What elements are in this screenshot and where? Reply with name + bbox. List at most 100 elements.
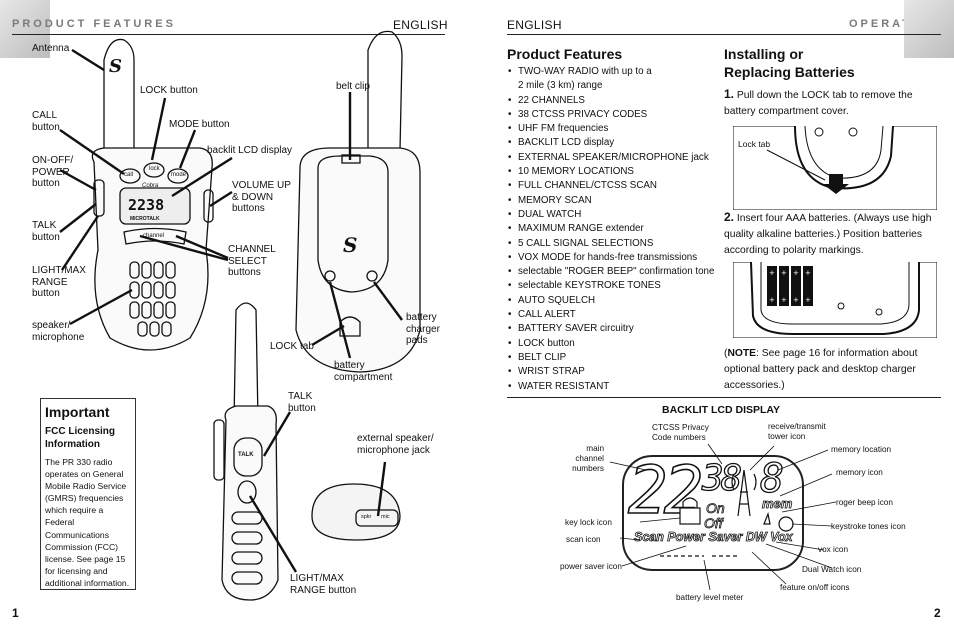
lcd-mem: mem xyxy=(762,496,793,512)
radio-illustrations: S S xyxy=(59,30,421,601)
front-radio-body xyxy=(91,147,213,351)
right-language-label: ENGLISH xyxy=(507,18,562,32)
side-talk-label: TALK xyxy=(238,452,254,458)
back-radio-body xyxy=(295,147,421,373)
left-language-label: ENGLISH xyxy=(393,18,448,32)
battery-step-1: 1. Pull down the LOCK tab to remove the … xyxy=(724,86,928,120)
lcd-glyphs xyxy=(609,443,837,591)
call-btn-shape xyxy=(119,168,141,184)
front-antenna xyxy=(103,38,135,150)
lock-tab-figure xyxy=(733,126,937,210)
lcd-icon-row: Scan Power Saver DW Vox xyxy=(634,530,793,545)
feature-item: BACKLIT LCD display xyxy=(508,136,714,151)
feature-item: MAXIMUM RANGE extender xyxy=(508,222,714,237)
batteries-title-1: Installing or xyxy=(724,46,804,62)
roger-beep-icon xyxy=(763,511,771,525)
lcd-label-vox: vox icon xyxy=(818,545,849,554)
feature-item: 10 MEMORY LOCATIONS xyxy=(508,165,714,180)
jack-panel xyxy=(355,509,399,527)
callout-talk-button-side: TALK button xyxy=(288,391,316,414)
cobra-logo-front: S xyxy=(109,56,122,77)
front-lock-label: lock xyxy=(149,166,160,172)
battery-step-2: 2. Insert four AAA batteries. (Always us… xyxy=(724,209,944,259)
front-lcd-digits: 2238 xyxy=(128,196,165,214)
front-channel-label: channel xyxy=(143,233,165,239)
feature-item: 22 CHANNELS xyxy=(508,94,714,109)
lcd-section-rule xyxy=(507,397,941,398)
channel-btn-bar xyxy=(123,227,187,245)
feature-item: selectable KEYSTROKE TONES xyxy=(508,279,714,294)
lcd-label-scan: scan icon xyxy=(566,535,601,544)
cobra-logo-back: S xyxy=(343,233,357,257)
lcd-mem-digit: 8 xyxy=(759,455,785,502)
lock-btn-shape xyxy=(143,162,165,178)
left-header: PRODUCT FEATURES xyxy=(12,18,176,30)
charger-pad-right xyxy=(366,270,378,282)
note-text: : See page 16 for information about opti… xyxy=(724,348,918,391)
belt-clip-shape xyxy=(317,155,389,293)
right-header-rule xyxy=(507,34,941,35)
svg-text:+: + xyxy=(769,296,775,304)
svg-text:+: + xyxy=(793,296,799,304)
volume-side-btn xyxy=(203,189,214,223)
jack-mic-label: mic xyxy=(381,514,390,520)
side-antenna xyxy=(233,302,259,421)
lcd-label-battery-meter: battery level meter xyxy=(676,593,744,602)
callout-channel-select: CHANNEL SELECT buttons xyxy=(228,244,276,278)
important-body: The PR 330 radio operates on General Mob… xyxy=(45,457,130,588)
feature-item: AUTO SQUELCH xyxy=(508,294,714,309)
product-features-title: Product Features xyxy=(507,46,623,62)
callout-light-max-side: LIGHT/MAX RANGE button xyxy=(290,573,357,596)
jack-spkr-label: spkr xyxy=(361,514,372,520)
side-light-btn xyxy=(237,480,257,504)
product-features-list: TWO-WAY RADIO with up to a2 mile (3 km) … xyxy=(508,65,714,394)
charger-pad-left xyxy=(324,270,336,282)
step-2-number: 2. xyxy=(724,210,735,224)
callout-lock-button: LOCK button xyxy=(140,85,198,96)
lock-tab-label: Lock tab xyxy=(738,139,771,149)
feature-item: LOCK button xyxy=(508,337,714,352)
lcd-ctcss-digits: 38 xyxy=(701,457,743,499)
lcd-label-memory-location: memory location xyxy=(831,445,892,454)
feature-item: EXTERNAL SPEAKER/MICROPHONE jack xyxy=(508,151,714,166)
lcd-label-memory-icon: memory icon xyxy=(836,468,883,477)
tower-icon xyxy=(737,469,751,517)
svg-text:+: + xyxy=(805,269,811,277)
callout-on-off: ON-OFF/ POWER button xyxy=(32,155,74,189)
feature-item: FULL CHANNEL/CTCSS SCAN xyxy=(508,179,714,194)
feature-item-continuation: 2 mile (3 km) range xyxy=(518,80,603,92)
callout-call-button: CALL button xyxy=(32,110,60,133)
feature-item: UHF FM frequencies xyxy=(508,122,714,137)
step-1-number: 1. xyxy=(724,87,735,101)
side-clip xyxy=(213,419,225,481)
svg-text:+: + xyxy=(781,269,787,277)
battery-figure: ++++ ++++ xyxy=(733,262,937,338)
svg-text:+: + xyxy=(805,296,811,304)
step-2-text: Insert four AAA batteries. (Always use h… xyxy=(724,213,932,256)
battery-note: (NOTE: See page 16 for information about… xyxy=(724,346,938,394)
front-model-label: MICROTALK xyxy=(130,216,160,222)
mode-btn-shape xyxy=(167,168,189,184)
keystroke-icon xyxy=(778,516,794,532)
lcd-label-main-channel: main channel numbers xyxy=(572,444,604,473)
lcd-label-ctcss: CTCSS Privacy Code numbers xyxy=(652,423,709,442)
callout-talk-button: TALK button xyxy=(32,220,60,243)
back-antenna xyxy=(367,30,403,151)
front-mode-label: mode xyxy=(171,172,187,178)
feature-item: BATTERY SAVER circuitry xyxy=(508,322,714,337)
talk-side-btn xyxy=(93,179,105,217)
callout-mode-button: MODE button xyxy=(169,119,230,130)
feature-item: CALL ALERT xyxy=(508,308,714,323)
callout-ext-speaker: external speaker/ microphone jack xyxy=(357,433,434,456)
svg-text:+: + xyxy=(769,269,775,277)
front-call-label: call xyxy=(124,172,134,178)
step-1-text: Pull down the LOCK tab to remove the bat… xyxy=(724,90,913,117)
right-page-number: 2 xyxy=(934,606,941,620)
callout-light-max: LIGHT/MAX RANGE button xyxy=(32,265,86,299)
lcd-title: BACKLIT LCD DISPLAY xyxy=(662,404,781,416)
feature-item: DUAL WATCH xyxy=(508,208,714,223)
lcd-label-feature-onoff: feature on/off icons xyxy=(780,583,850,592)
feature-item: VOX MODE for hands-free transmissions xyxy=(508,251,714,266)
feature-item: 38 CTCSS PRIVACY CODES xyxy=(508,108,714,123)
right-corner-tab xyxy=(904,0,954,58)
